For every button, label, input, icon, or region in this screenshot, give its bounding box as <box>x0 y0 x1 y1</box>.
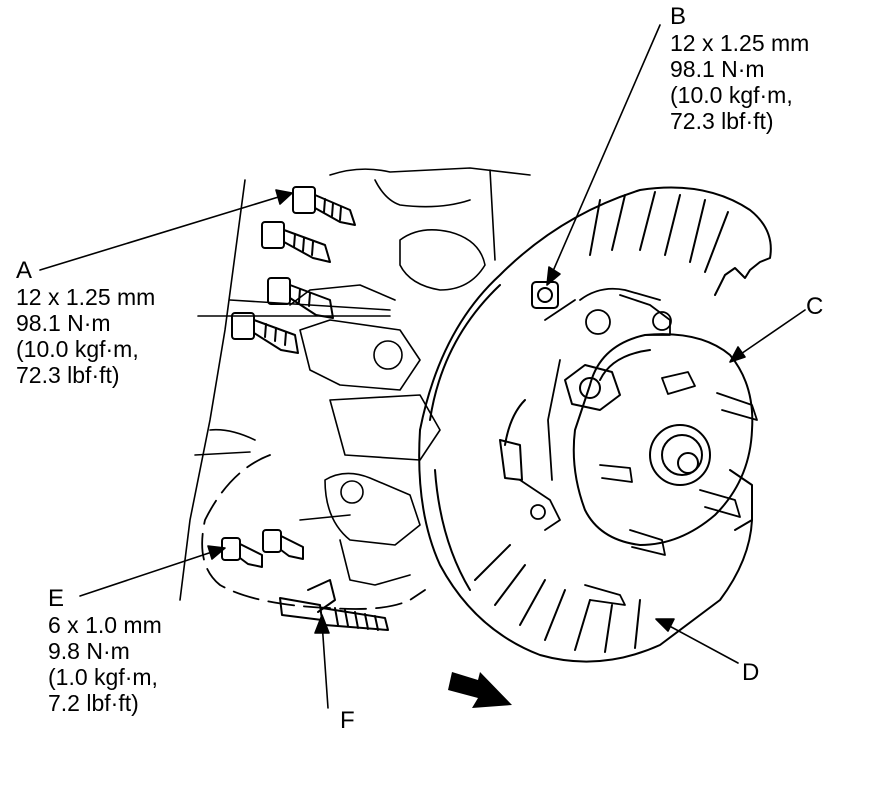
callout-e-letter: E <box>48 585 65 612</box>
wheel-speed-sensor <box>279 579 389 631</box>
callout-d-letter: D <box>742 659 760 686</box>
direction-arrow-icon <box>448 672 512 708</box>
backing-plate <box>418 186 772 663</box>
callout-e-torque-kgf: (1.0 kgf·m, <box>48 664 158 690</box>
callout-a-letter: A <box>16 257 33 284</box>
caliper-bracket-bolt <box>531 281 559 309</box>
callout-f-letter: F <box>340 707 355 734</box>
knuckle-bolts <box>231 186 356 354</box>
callout-e-thread: 6 x 1.0 mm <box>48 612 162 638</box>
callout-e-torque: 9.8 N·m <box>48 638 130 664</box>
callout-b-torque-lbf: 72.3 lbf·ft) <box>670 108 774 134</box>
callout-b-thread: 12 x 1.25 mm <box>670 30 810 56</box>
callout-e-torque-lbf: 7.2 lbf·ft) <box>48 690 139 716</box>
hub-flange <box>564 333 754 546</box>
harness-outline <box>201 454 426 610</box>
callout-c-letter: C <box>806 293 824 320</box>
callout-a-torque-lbf: 72.3 lbf·ft) <box>16 362 120 388</box>
knuckle-outline <box>179 167 531 601</box>
sensor-bolts <box>221 529 304 568</box>
callout-e: E 6 x 1.0 mm 9.8 N·m (1.0 kgf·m, 7.2 lbf… <box>48 585 162 717</box>
wheel-studs <box>599 371 758 556</box>
callout-a-thread: 12 x 1.25 mm <box>16 284 156 310</box>
bracket-area <box>519 287 672 606</box>
callout-b: B 12 x 1.25 mm 98.1 N·m (10.0 kgf·m, 72.… <box>670 3 810 135</box>
callout-a-torque-kgf: (10.0 kgf·m, <box>16 336 139 362</box>
callout-b-torque: 98.1 N·m <box>670 56 765 82</box>
callout-a-torque: 98.1 N·m <box>16 310 111 336</box>
callout-b-letter: B <box>670 3 687 30</box>
callout-b-torque-kgf: (10.0 kgf·m, <box>670 82 793 108</box>
leader-lines <box>39 24 806 709</box>
callout-a: A 12 x 1.25 mm 98.1 N·m (10.0 kgf·m, 72.… <box>16 257 156 389</box>
